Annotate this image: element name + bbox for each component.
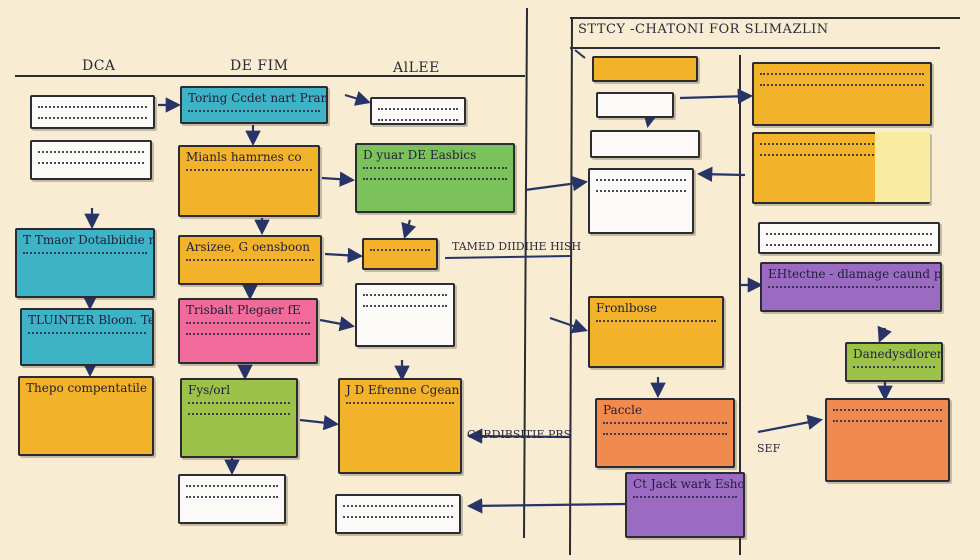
note-olive-14: Fys/orl (180, 378, 298, 458)
sticky-note (875, 132, 930, 202)
arrow-21 (679, 88, 754, 105)
note-white-3 (370, 97, 466, 125)
note-white-1 (30, 95, 155, 129)
note-teal-2: Toring Ccdet nart Pramated (180, 86, 328, 124)
note-yellow-22 (752, 62, 932, 126)
note-pink-11: Trisbalt Plegaer fE (178, 298, 318, 364)
note-yellow-9 (362, 238, 438, 270)
heading-dca: DCA (82, 58, 116, 74)
link-line-1 (444, 255, 571, 259)
arrow-28 (877, 325, 892, 343)
note-olive-27: Danedysdloreneta (845, 342, 943, 382)
note-yellow-15-text: J D Efrenne Cgean (346, 383, 460, 397)
annotation-cardibsitie: CARDIBSITIE PRS (467, 428, 572, 441)
note-purple-29-text: Ct Jack wark Eshorg (633, 477, 745, 491)
note-teal-10-text: TLUINTER Bloon. Tee (28, 313, 154, 327)
arrow-18 (466, 498, 626, 514)
arrow-19 (524, 175, 589, 192)
link-line-2 (574, 49, 586, 59)
note-teal-7-text: T Tmaor Dotalbiidie roo (23, 233, 155, 247)
note-yellow-15: J D Efrenne Cgean (338, 378, 462, 474)
note-teal-7: T Tmaor Dotalbiidie roo (15, 228, 155, 298)
note-purple-24: EHtectne - dlamage caund prarodabss (760, 262, 942, 312)
arrow-7 (324, 247, 364, 263)
note-white-20 (590, 130, 700, 158)
heading-strategy: STTCY -CHATONI FOR SLIMAZLIN (578, 22, 829, 37)
note-olive-27-text: Danedysdloreneta (853, 347, 941, 361)
note-white-16 (335, 494, 461, 534)
note-yellow-8-text: Arsizee, G oensboon (186, 240, 311, 254)
note-yellow-25: Fronlbose (588, 296, 724, 368)
note-white-17 (178, 474, 286, 524)
note-purple-29: Ct Jack wark Eshorg (625, 472, 745, 538)
note-green-6-text: D yuar DE Easbics (363, 148, 477, 162)
divider-main (523, 7, 528, 539)
divider-right (569, 17, 573, 556)
arrow-8 (401, 219, 417, 239)
arrow-20 (696, 166, 746, 182)
arrow-24 (549, 316, 588, 334)
note-teal-2-text: Toring Ccdet nart Pramated (188, 91, 326, 105)
arrow-27 (757, 414, 824, 434)
note-yellow-5: Mianls hamrnes co (178, 145, 320, 217)
note-yellow-13-text: Thepo compentatile (26, 381, 147, 395)
note-white-19 (596, 92, 674, 118)
note-teal-10: TLUINTER Bloon. Tee (20, 308, 154, 366)
arrow-5 (321, 171, 356, 187)
annotation-sef: SEF (757, 442, 781, 455)
note-green-6: D yuar DE Easbics (355, 143, 515, 213)
note-yellow-25-text: Fronlbose (596, 301, 658, 315)
frame-lines (15, 7, 960, 556)
note-yellow-5-text: Mianls hamrnes co (186, 150, 302, 164)
note-white-12 (355, 283, 455, 347)
note-yellow-13: Thepo compentatile (18, 376, 154, 456)
note-pink-11-text: Trisbalt Plegaer fE (186, 303, 301, 317)
arrow-17 (466, 428, 571, 444)
note-yellow-18 (592, 56, 698, 82)
arrow-15 (299, 414, 340, 431)
annotation-tamed: TAMED DIIDIHE HISH (452, 240, 582, 253)
note-purple-24-text: EHtectne - dlamage caund prarodabss (768, 267, 942, 281)
note-white-4 (30, 140, 152, 180)
note-yellow-8: Arsizee, G oensboon (178, 235, 322, 285)
heading-allee: AlLEE (393, 60, 440, 76)
note-white-21 (588, 168, 694, 234)
note-orange-28 (825, 398, 950, 482)
arrow-12 (319, 316, 356, 332)
note-orange-26-text: Paccle (603, 403, 643, 417)
heading-de-fim: DE FIM (230, 58, 289, 74)
note-olive-14-text: Fys/orl (188, 383, 231, 397)
note-orange-26: Paccle (595, 398, 735, 468)
note-white-row (758, 222, 940, 254)
arrow-6 (344, 91, 371, 106)
